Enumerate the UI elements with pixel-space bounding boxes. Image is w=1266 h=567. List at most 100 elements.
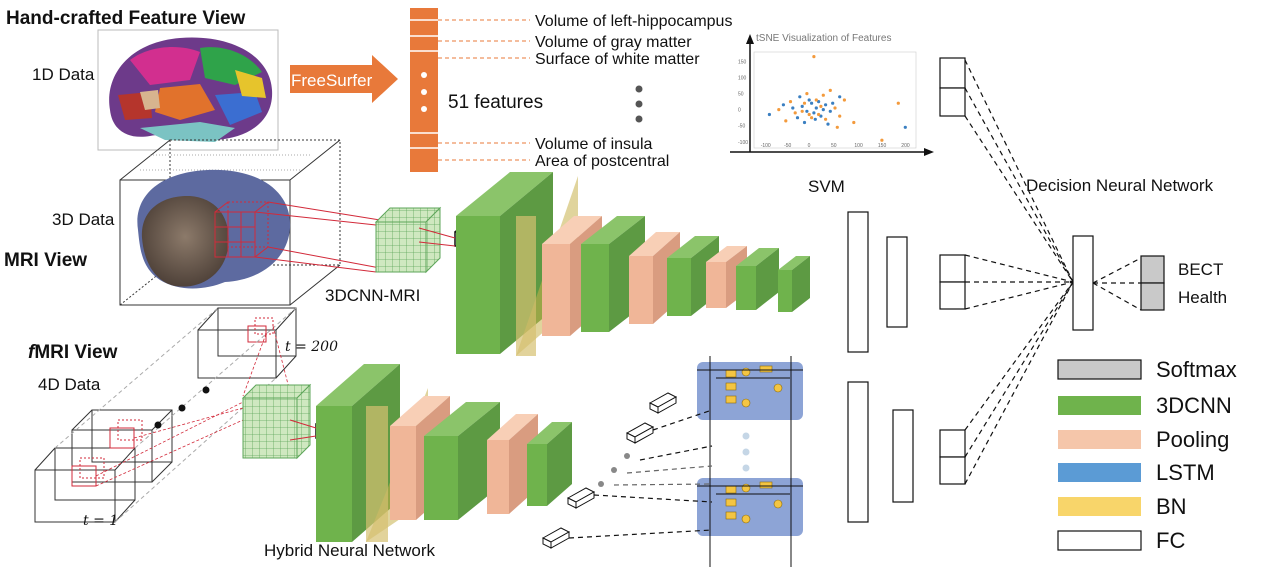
tsne-point-orange: [817, 112, 821, 117]
tsne-point-blue: [767, 112, 772, 117]
tsne-point-orange: [821, 93, 825, 97]
tsne-y-tick: 50: [738, 92, 744, 98]
svm-label: SVM: [808, 177, 845, 196]
mri-projection-lines: [254, 201, 381, 273]
tsne-point-orange: [838, 114, 842, 118]
handcrafted-view-title: Hand-crafted Feature View: [6, 8, 246, 29]
legend-swatch-pooling: [1058, 430, 1141, 449]
softmax-output: [1140, 255, 1165, 311]
tsne-x-tick: -50: [784, 143, 791, 149]
tsne-point-blue: [814, 106, 818, 110]
decision-network-label: Decision Neural Network: [1026, 176, 1214, 195]
tsne-point-orange: [793, 111, 797, 115]
tsne-point-orange: [819, 104, 823, 108]
tsne-point-orange: [805, 92, 809, 96]
legend-label-3dcnn: 3DCNN: [1156, 393, 1232, 418]
mri-cnn-stack: [456, 172, 810, 356]
fmri-view-title: fMRI View: [28, 342, 118, 363]
tsne-point-orange: [812, 55, 816, 59]
tsne-point-orange: [828, 88, 832, 92]
freesurfer-arrow: [290, 55, 398, 103]
decision-connections: [964, 59, 1142, 485]
fmri-input-grid: [241, 383, 337, 460]
tsne-point-blue: [781, 103, 786, 107]
t200-label: t = 200: [285, 339, 338, 355]
feature-vector: [410, 8, 438, 172]
tsne-point-orange: [896, 101, 900, 105]
tsne-point-blue: [800, 104, 804, 108]
tsne-point-orange: [814, 98, 818, 102]
freesurfer-label: FreeSurfer: [291, 71, 373, 90]
tsne-point-orange: [807, 112, 811, 117]
fc-layers: [847, 57, 1094, 523]
tsne-point-blue: [795, 116, 800, 120]
tsne-point-blue: [821, 108, 825, 112]
legend-label-pooling: Pooling: [1156, 427, 1229, 452]
feature-name-3: Surface of white matter: [535, 51, 700, 68]
tsne-point-orange: [777, 108, 781, 112]
sequence-inputs: [541, 392, 713, 549]
tsne-point-blue: [807, 98, 811, 102]
tsne-point-blue: [817, 100, 821, 104]
tsne-y-tick: -50: [738, 124, 745, 130]
tsne-x-tick: 50: [831, 143, 837, 149]
tsne-point-orange: [788, 100, 793, 104]
legend-label-softmax: Softmax: [1156, 357, 1237, 382]
tsne-point-blue: [798, 95, 802, 99]
legend-label-bn: BN: [1156, 494, 1187, 519]
tsne-point-blue: [828, 109, 832, 113]
surface-brain-image: [97, 29, 279, 151]
tsne-point-orange: [810, 116, 814, 120]
tsne-point-blue: [805, 109, 809, 113]
legend-label-lstm: LSTM: [1156, 460, 1215, 485]
tsne-y-tick: 100: [738, 76, 747, 82]
ellipsis-dots: [635, 85, 643, 123]
tsne-point-orange: [880, 138, 884, 142]
legend: [1057, 359, 1142, 551]
legend-swatch-3dcnn: [1058, 396, 1141, 415]
tsne-point-blue: [810, 101, 814, 105]
tsne-point-blue: [791, 106, 795, 110]
feature-name-1: Volume of left-hippocampus: [535, 13, 732, 30]
mri-view-title: MRI View: [4, 250, 87, 271]
tsne-y-tick: 150: [738, 59, 747, 65]
tsne-point-blue: [819, 114, 823, 118]
hybrid-network-label: Hybrid Neural Network: [264, 541, 435, 560]
feature-leader-lines: [438, 19, 530, 161]
3d-data-label: 3D Data: [52, 210, 115, 229]
tsne-x-tick: 100: [854, 143, 863, 149]
tsne-x-tick: 200: [901, 143, 910, 149]
tsne-point-orange: [833, 106, 837, 110]
tsne-point-blue: [802, 120, 807, 125]
tsne-point-orange: [802, 101, 807, 105]
tsne-point-orange: [784, 119, 788, 123]
t1-label: t = 1: [83, 513, 118, 529]
tsne-y-tick: 0: [738, 108, 741, 114]
lstm-cells: [697, 356, 803, 567]
tsne-point-blue: [831, 101, 835, 105]
tsne-point-blue: [824, 103, 828, 107]
legend-swatch-lstm: [1058, 463, 1141, 482]
fmri-volume-stack: [34, 307, 297, 523]
tsne-point-orange: [800, 109, 804, 113]
feature-name-4: Volume of insula: [535, 136, 653, 153]
tsne-point-blue: [838, 95, 842, 99]
tsne-point-blue: [903, 125, 907, 129]
fmri-cnn-stack: [316, 364, 572, 542]
tsne-point-blue: [812, 111, 816, 115]
fmri-view-title-italic: f: [28, 342, 36, 363]
legend-swatch-bn: [1058, 497, 1141, 516]
tsne-y-tick: -100: [738, 140, 748, 146]
tsne-point-orange: [842, 98, 847, 102]
4d-data-label: 4D Data: [38, 375, 101, 394]
tsne-point-orange: [824, 117, 828, 121]
tsne-point-blue: [813, 117, 817, 121]
output-class-health: Health: [1178, 288, 1227, 307]
legend-label-fc: FC: [1156, 528, 1185, 553]
tsne-x-tick: 0: [808, 143, 811, 149]
feature-name-5: Area of postcentral: [535, 153, 669, 170]
tsne-x-tick: -100: [761, 143, 771, 149]
